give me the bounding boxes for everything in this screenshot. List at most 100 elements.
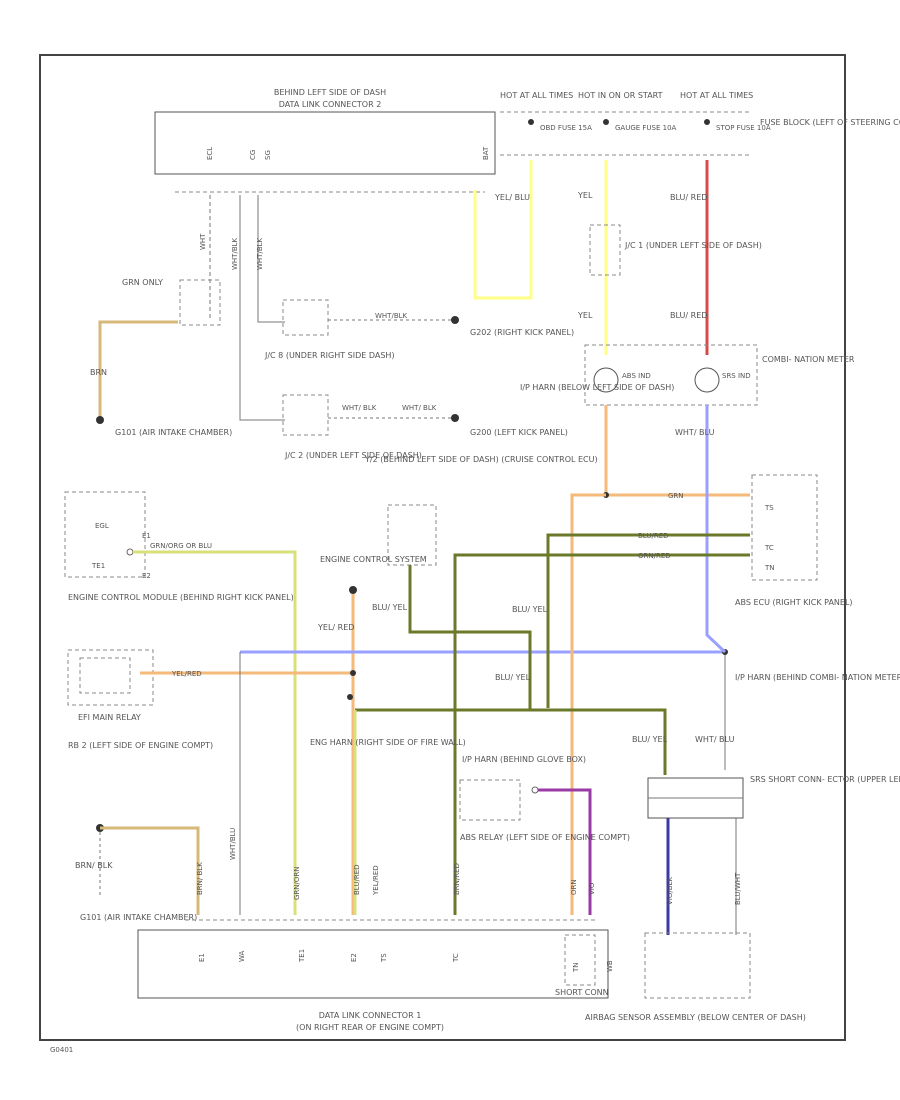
hot-label-3: HOT AT ALL TIMES [680,91,753,100]
efi-relay-outer [67,649,154,706]
lbl-blu-yel-3: BLU/ YEL [495,673,531,682]
dlc1-pin-wb: WB [606,960,614,972]
eng-harn-label: ENG HARN (RIGHT SIDE OF FIRE WALL) [310,738,466,747]
wire-vio [538,788,592,915]
abs-pin-tc: TC [764,544,774,552]
wire-te1 [133,550,297,915]
grn-only-label: GRN ONLY [122,278,163,287]
lbl-blu-yel-srs: BLU/ YEL [632,735,668,744]
wire-sg [257,195,285,323]
fuse2-node [603,119,609,125]
y2-label: Y/2 (BEHIND LEFT SIDE OF DASH) (CRUISE C… [364,455,598,464]
dlc2-pin-bat: BAT [482,146,490,160]
g101-label-bottom: G101 (AIR INTAKE CHAMBER) [80,913,197,922]
dlc1-connector [137,929,609,999]
g200-ground [451,414,459,422]
ecm-connector-box [64,491,146,578]
wire-ts-orange [570,493,606,915]
ecm-pin-e1: E1 [142,532,151,540]
abs-ecu-label: ABS ECU (RIGHT KICK PANEL) [735,598,853,607]
lbl-wht-blu: WHT/BLU [229,828,237,860]
lbl-yel-red-dlc: YEL/RED [372,865,380,896]
lbl-blu-wht: BLU/WHT [734,872,742,905]
glovebox-pin [531,786,539,794]
dlc2-name: DATA LINK CONNECTOR 2 [279,100,382,109]
lbl-yel-2: YEL [577,311,593,320]
wire-tc [546,533,750,708]
lbl-yel-blu: YEL/ BLU [494,193,530,202]
lbl-grn-blu: GRN/ORG OR BLU [150,542,212,550]
abs-pin-ts: TS [764,504,774,512]
jc2-label: J/C 2 (UNDER LEFT SIDE OF DASH) [284,451,422,460]
ecm-pin-te1: TE1 [91,562,105,570]
abs-ind-label: ABS IND [622,372,651,380]
lbl-brn-blk-dlc: BRN/ BLK [196,862,204,895]
wire-olive-srs [355,708,667,775]
srs-indicator [694,367,720,393]
wire-brn [98,320,178,420]
eng-harn-node [347,694,353,700]
rb2-label: RB 2 (LEFT SIDE OF ENGINE COMPT) [68,741,213,750]
abs-pin-tn: TN [764,564,775,572]
engine-control-label: ENGINE CONTROL SYSTEM [320,555,427,564]
g202-ground [451,316,459,324]
lbl-wht-blk-g202: WHT/BLK [375,312,408,320]
grn-only-box [179,279,221,326]
wire-tn [453,553,750,915]
lbl-wht-blu-srs2: WHT/ BLU [695,735,735,744]
dlc2-pin-cg: CG [249,150,257,160]
dlc1-name: DATA LINK CONNECTOR 1 [319,1011,422,1020]
wire-brn-blk [100,826,200,915]
ip-harn2-label: I/P HARN (BEHIND GLOVE BOX) [462,755,586,764]
fuse-block-label: FUSE BLOCK (LEFT OF STEERING COLUMN) [760,118,900,127]
abs-relay-label: ABS RELAY (LEFT SIDE OF ENGINE COMPT) [460,833,630,842]
diagram-frame [39,54,846,1041]
short-conn-box [564,934,596,986]
g202-label: G202 (RIGHT KICK PANEL) [470,328,574,337]
fuse3-label: STOP FUSE 10A [716,124,771,132]
wire-obd-yel-blu [473,160,533,300]
dlc1-pin-wa: WA [238,950,246,962]
lbl-grn-orn-dlc: GRN/ORN [293,867,301,901]
lbl-orn-red-tn: ORN/RED [638,552,671,560]
ecm-pin-e2: E2 [142,572,151,580]
dlc1-pin-tc: TC [452,953,460,963]
jc1-label: J/C 1 (UNDER LEFT SIDE OF DASH) [624,241,762,250]
combination-meter-box [584,344,758,406]
dlc1-location: (ON RIGHT REAR OF ENGINE COMPT) [296,1023,444,1032]
comb-meter-label: COMBI- NATION METER [762,355,855,364]
fuse1-node [528,119,534,125]
abs-indicator [593,367,619,393]
hot-label-1: HOT AT ALL TIMES [500,91,573,100]
footer-code: G0401 [50,1046,73,1054]
dlc1-pin-tn: TN [572,962,580,973]
airbag-sensor-box [644,932,751,999]
jc8-label: J/C 8 (UNDER RIGHT SIDE DASH) [264,351,395,360]
lbl-wht: WHT [199,233,207,250]
ecm-te1-pin [126,548,134,556]
lbl-grn-ts: GRN [668,492,684,500]
dlc2-title: BEHIND LEFT SIDE OF DASH [274,88,386,97]
dlc2-pin-ecl: ECL [206,147,214,160]
dlc2-pin-sg: SG [264,150,272,160]
lbl-orn-dlc: ORN [570,879,578,895]
srs-short-label: SRS SHORT CONN- ECTOR (UPPER LEFT SIDE O… [750,775,900,784]
lbl-brn: BRN [90,368,107,377]
g101-ground-top [96,416,104,424]
fuse2-label: GAUGE FUSE 10A [615,124,677,132]
lbl-blu-red-dlc: BLU/RED [353,864,361,895]
abs-ecu-box [751,474,818,581]
airbag-label: AIRBAG SENSOR ASSEMBLY (BELOW CENTER OF … [585,1013,806,1022]
srs-ind-label: SRS IND [722,372,751,380]
lbl-brn-red-dlc: BRN/RED [453,863,461,895]
lbl-yel-red: YEL/ RED [317,623,354,632]
jc2-box [282,394,329,436]
ecm-pin-egl: EGL [95,522,109,530]
fuse1-label: OBD FUSE 15A [540,124,592,132]
hot-label-2: HOT IN ON OR START [578,91,663,100]
jc8-box [282,299,329,336]
lbl-blu-red-tc: BLU/RED [638,532,669,540]
wire-srs-blue [705,405,727,654]
efi-relay-inner [79,657,131,694]
